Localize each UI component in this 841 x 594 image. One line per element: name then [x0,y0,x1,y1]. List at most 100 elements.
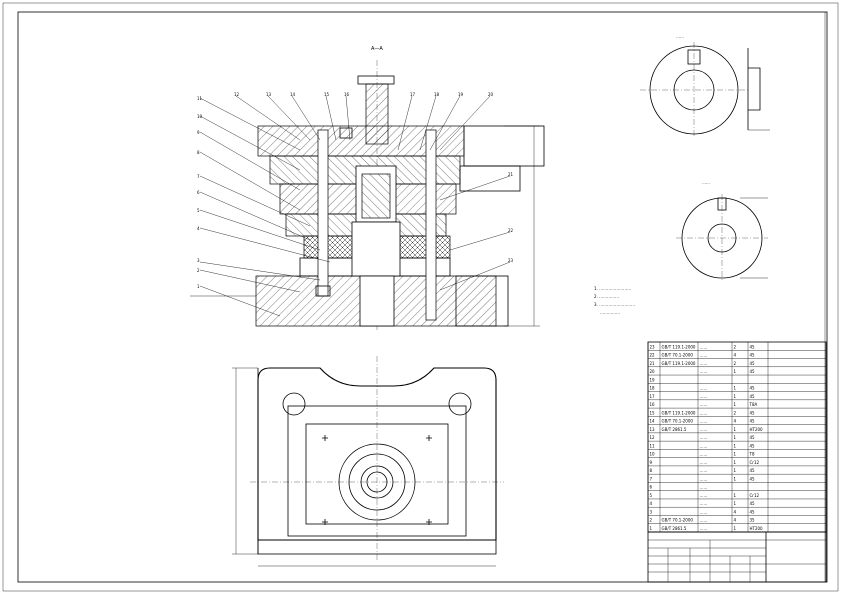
bom-cell: …… [700,402,708,407]
note-line-4: …………… [600,310,620,315]
bom-cell: 2 [650,518,653,523]
bom-cell: 45 [750,509,756,514]
bom-cell: 45 [750,468,756,473]
bom-cell: …… [700,460,708,465]
bom-cell: 15 [650,410,656,415]
bom-cell: 23 [650,344,656,349]
bom-cell: 45 [750,344,756,349]
section-label: A—A [371,46,383,52]
part-balloon-8: 8 [197,150,200,155]
part-balloon-13: 13 [266,92,272,97]
note-line-2: 2. …………… [594,294,619,299]
leader-lines [199,95,511,317]
bom-cell: 35 [750,518,756,523]
detail-view-top: …… [640,34,770,138]
bom-cell: 4 [734,518,737,523]
part-balloon-23: 23 [508,258,514,263]
part-balloon-9: 9 [197,130,200,135]
bom-cell: HT200 [750,526,764,531]
bom-cell: 5 [650,493,653,498]
part-balloon-17: 17 [410,92,416,97]
bom-cell: 45 [750,501,756,506]
bom-cell: 20 [650,369,656,374]
bom-cell: …… [700,419,708,424]
part-balloon-1: 1 [197,284,200,289]
plan-view [232,356,504,567]
note-line-1: 1. …………………… [594,286,631,291]
bom-cell: T8A [749,402,758,407]
bom-cell: 4 [734,509,737,514]
bom-cell: 3 [650,509,653,514]
part-balloon-4: 4 [197,226,200,231]
part-balloon-18: 18 [434,92,440,97]
part-balloon-6: 6 [197,190,200,195]
bom-cell: 4 [650,501,653,506]
bom-cell: GB/T 119.1-2000 [662,410,696,415]
bom-cell: GB/T 2861.5 [662,427,687,432]
bom-cell: 1 [734,468,737,473]
bom-cell: 45 [750,353,756,358]
bom-cell: 45 [750,361,756,366]
part-balloon-22: 22 [508,228,514,233]
bom-cell: 45 [750,369,756,374]
bom-cell: 17 [650,394,656,399]
sheet-frame [17,11,828,583]
bom-cell: …… [700,468,708,473]
bom-cell: 21 [650,361,656,366]
part-balloon-14: 14 [290,92,296,97]
bom-cell: …… [700,353,708,358]
detail-view-middle: …… [676,180,768,282]
bom-cell: …… [700,410,708,415]
bom-cell: …… [700,386,708,391]
bom-cell: 1 [734,427,737,432]
part-balloon-21: 21 [508,172,514,177]
bom-cell: 45 [750,410,756,415]
bom-cell: Cr12 [750,460,760,465]
bom-cell: 1 [734,460,737,465]
part-balloon-3: 3 [197,258,200,263]
bom-cell: GB/T 70.1-2000 [662,353,694,358]
bom-cell: 2 [734,361,737,366]
bom-cell: GB/T 119.1-2000 [662,361,696,366]
note-line-3: 3. ……………………… [594,302,635,307]
bom-cell: 6 [650,485,653,490]
bom-cell: 45 [750,394,756,399]
bom-cell: 1 [734,443,737,448]
bom-cell: 4 [734,419,737,424]
bom-cell: …… [700,452,708,457]
technical-notes: 1. …………………… 2. …………… 3. ……………………… …………… [594,286,635,315]
bom-cell: …… [700,394,708,399]
bom-cell: …… [700,526,708,531]
bom-cell: 11 [650,443,656,448]
bom-cell: HT200 [750,427,764,432]
bom-cell: …… [700,344,708,349]
bom-cell: 45 [750,443,756,448]
bom-cell: …… [700,493,708,498]
bom-cell: 22 [650,353,656,358]
bom-cell: GB/T 2861.5 [662,526,687,531]
bom-cell: 1 [734,402,737,407]
title-block [647,531,827,583]
bom-cell: 45 [750,386,756,391]
bom-cell: 19 [650,377,656,382]
part-balloon-11: 11 [197,96,203,101]
bom-cell: 8 [650,468,653,473]
bom-cell: …… [700,361,708,366]
part-balloon-19: 19 [458,92,464,97]
bom-cell: GB/T 70.1-2000 [662,518,694,523]
bom-cell: GB/T 119.1-2000 [662,344,696,349]
bom-cell: …… [700,518,708,523]
part-balloon-16: 16 [344,92,350,97]
part-balloon-7: 7 [197,174,200,179]
bom-cell: …… [700,476,708,481]
part-balloon-20: 20 [488,92,494,97]
part-balloon-10: 10 [197,114,203,119]
bom-cell: 45 [750,476,756,481]
bom-cell: 9 [650,460,653,465]
bom-cell: T8 [749,452,755,457]
bom-cell: …… [700,427,708,432]
detail-mid-title: …… [702,180,710,185]
